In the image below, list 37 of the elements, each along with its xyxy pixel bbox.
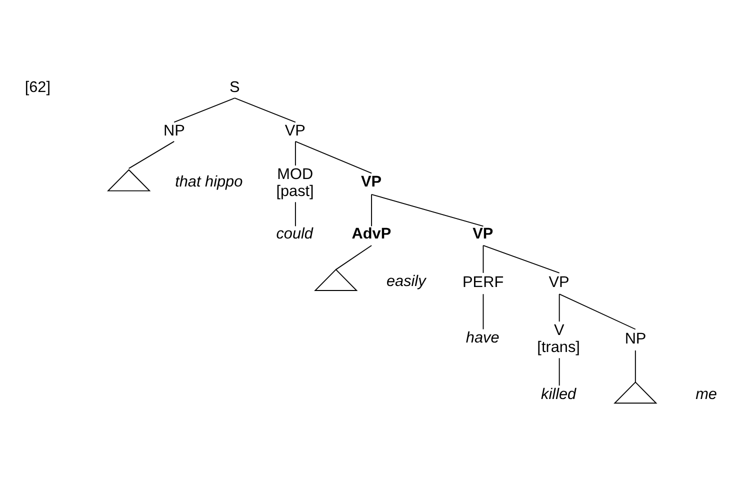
connector — [371, 194, 372, 227]
node-text: NP — [624, 330, 646, 348]
node-text: VP — [284, 122, 306, 140]
connector — [294, 140, 372, 174]
connector — [371, 194, 484, 227]
node-text: NP — [164, 122, 185, 140]
node-text: killed — [541, 386, 576, 403]
node-text: V [trans] — [537, 322, 580, 356]
node-text: have — [466, 330, 500, 347]
node-text: could — [276, 226, 313, 243]
connector — [558, 358, 560, 386]
node-text: S — [229, 79, 240, 96]
node-label: easily — [386, 273, 426, 290]
connector — [294, 140, 296, 166]
node-text: VP — [472, 226, 494, 243]
connector — [482, 244, 560, 274]
node-text: VP — [360, 174, 382, 191]
node-text: PERF — [462, 274, 504, 292]
connector — [335, 244, 372, 270]
label: [62] — [24, 79, 51, 96]
connector — [558, 294, 560, 322]
node-label: that hippo — [175, 174, 243, 191]
connector — [558, 294, 636, 330]
connector — [482, 244, 484, 274]
node-label: me — [696, 386, 717, 403]
node-text: MOD [past] — [276, 166, 314, 200]
connector — [634, 350, 636, 383]
connector — [128, 140, 175, 169]
connector — [174, 98, 236, 123]
node-triangle — [614, 382, 658, 404]
node-text: AdvP — [352, 226, 392, 243]
connector — [234, 98, 296, 123]
node-triangle — [106, 169, 151, 192]
connector — [482, 294, 484, 330]
node-triangle — [314, 268, 358, 291]
connector — [294, 202, 296, 227]
node-text: VP — [548, 274, 570, 292]
